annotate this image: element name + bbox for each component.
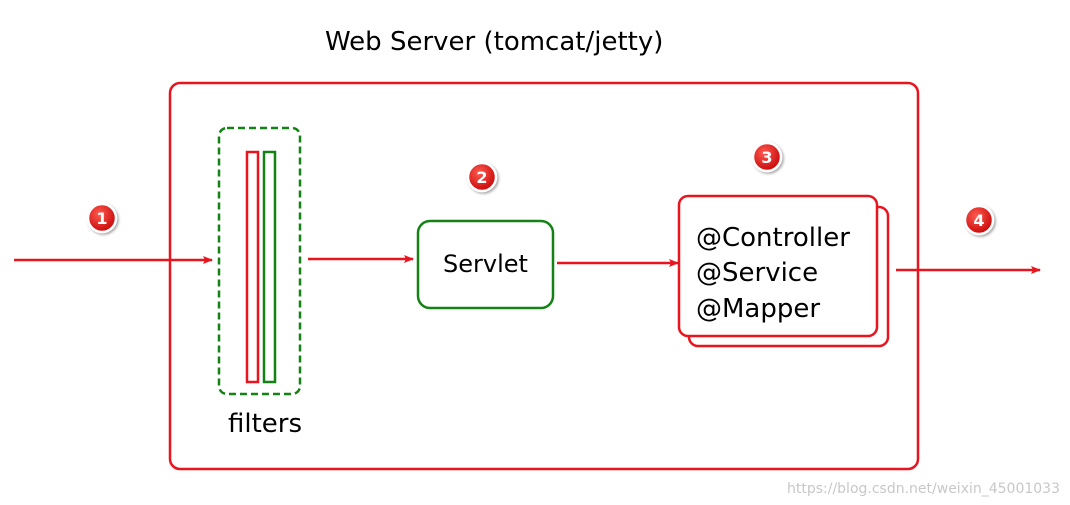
servlet-label: Servlet [443, 250, 528, 278]
step-badge-2: 2 [466, 161, 498, 193]
component-label-mapper: @Mapper [696, 294, 820, 324]
components-box-front [677, 194, 879, 338]
component-label-controller: @Controller [696, 223, 850, 253]
filter-bar-green [262, 150, 277, 384]
step-badge-1: 1 [86, 202, 118, 234]
step-badge-3: 3 [751, 141, 783, 173]
component-label-service: @Service [696, 258, 818, 288]
step-number-4: 4 [973, 211, 984, 230]
step-number-2: 2 [476, 168, 487, 187]
step-badge-4: 4 [963, 204, 995, 236]
filters-label: filters [228, 409, 302, 439]
step-number-1: 1 [96, 209, 107, 228]
watermark-text: https://blog.csdn.net/weixin_45001033 [786, 481, 1060, 497]
servlet-box [416, 219, 555, 310]
diagram-title: Web Server (tomcat/jetty) [325, 27, 663, 57]
filters-dashed-box [217, 126, 302, 396]
step-number-3: 3 [761, 148, 772, 167]
filters-group [217, 126, 302, 396]
web-server-container [168, 81, 920, 471]
filter-bar-red [245, 150, 260, 384]
